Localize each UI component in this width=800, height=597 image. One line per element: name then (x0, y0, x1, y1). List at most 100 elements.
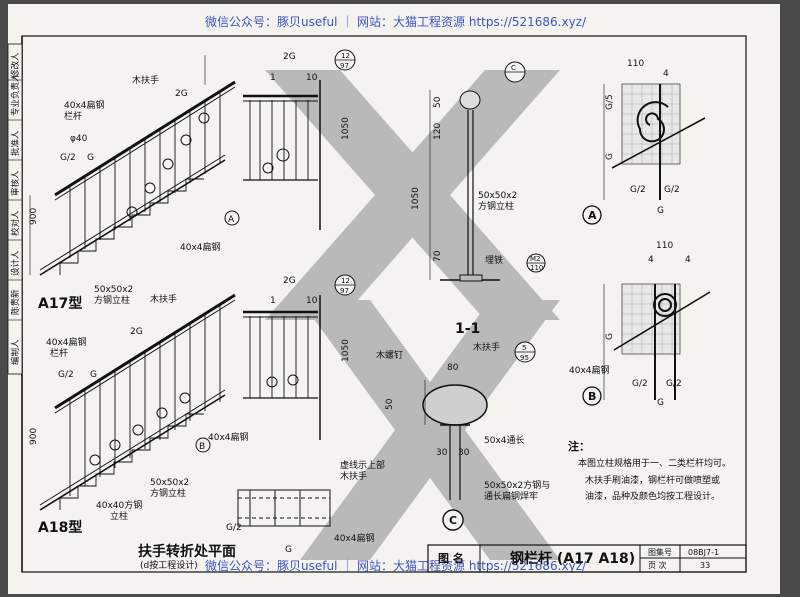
label-flat-bar-rail-a18: 40x4扁钢 (46, 336, 87, 348)
side-strip-item: 编制人 (10, 339, 21, 365)
dim-g-a: G (657, 206, 664, 216)
callout-a (224, 210, 240, 226)
label-wood-handrail: 木扶手 (132, 74, 159, 86)
dim-g-half-a1: G/2 (630, 185, 646, 195)
ref-97-top-a18: 12 (341, 277, 350, 285)
label-flat-bar-a18: 40x4扁钢 (208, 431, 249, 443)
label-flat-40x40-l2: 立柱 (110, 510, 128, 522)
notes-line-3: 油漆，品种及颜色均按工程设计。 (585, 490, 720, 502)
a18-side-elevation (243, 295, 321, 440)
label-square-post-l2-a18: 方钢立柱 (150, 487, 186, 499)
callout-c (442, 509, 464, 531)
callout-b-detail-text: B (588, 390, 596, 403)
label-handrail-plan: 扶手转折处平面 (138, 543, 236, 560)
dim-2g-side-a18: 2G (283, 276, 296, 286)
dim-g-half: G/2 (60, 153, 76, 163)
label-square-post-l2: 方钢立柱 (94, 294, 130, 306)
ref-97-bot: 97 (340, 62, 349, 70)
label-section-1-1: 1-1 (455, 321, 480, 337)
a17-side-elevation (243, 80, 321, 230)
ref-95-bot: 95 (520, 354, 529, 362)
title-label-name: 图 名 (438, 551, 464, 565)
side-strip-item: 校对人 (10, 210, 21, 236)
notes-title: 注： (568, 439, 590, 453)
label-flat-bar-rail: 40x4扁钢 (64, 99, 105, 111)
dim-2g: 2G (175, 89, 188, 99)
callout-b (195, 437, 211, 453)
dim-g-half-b2: G/2 (666, 379, 682, 389)
dim-30-left: 30 (436, 448, 448, 458)
dim-900: 900 (29, 208, 39, 225)
label-flat-bar: 40x4扁钢 (180, 241, 221, 253)
callout-a-detail (582, 205, 602, 225)
label-a17-type: A17型 (38, 295, 82, 312)
dim-50-c: 50 (385, 398, 395, 410)
label-square-post: 50x50x2 (94, 285, 133, 295)
dim-80: 80 (447, 363, 459, 373)
label-handrail-plan-note: (d按工程设计) (140, 559, 198, 571)
dim-1050-a18: 1050 (341, 339, 351, 362)
dim-1-side: 1 (270, 73, 276, 83)
dim-110-a: 110 (627, 59, 644, 69)
label-a18-type: A18型 (38, 519, 82, 536)
label-dashed-note: 虚线示上部 (340, 459, 385, 471)
label-steel-weld-l2: 通长扁钢焊牢 (484, 490, 538, 502)
ref-m2-bot: 110 (530, 264, 543, 272)
side-strip-item: 批准人 (10, 130, 21, 156)
dim-g-plan: G (285, 545, 292, 555)
dim-g-half-b1: G/2 (632, 379, 648, 389)
label-wood-screw: 木螺钉 (376, 349, 403, 361)
side-strip-item: 陈贵新 (10, 289, 21, 315)
callout-b-text: B (199, 442, 205, 452)
watermark-top: 微信公众号：豚贝useful ｜ 网站：大猫工程资源 https://52168… (205, 14, 587, 29)
notes-line-2: 木扶手刷油漆，钢栏杆可做喷塑或 (585, 474, 720, 486)
dim-2g-side: 2G (283, 52, 296, 62)
detail-b (603, 283, 711, 400)
title-block (427, 544, 747, 573)
ref-m2-top: M2 (530, 255, 541, 263)
a18-stair-elevation (39, 293, 236, 511)
dim-900-a18: 900 (29, 428, 39, 445)
dim-g-b: G (657, 398, 664, 408)
title-page: 33 (700, 561, 710, 570)
dim-g5: G/5 (605, 94, 615, 110)
label-square-post-section: 50x50x2 (478, 191, 517, 201)
handrail-turn-plan (237, 489, 331, 527)
title-label-set: 图集号 (648, 547, 672, 557)
dim-30-right: 30 (458, 448, 470, 458)
label-wood-handrail-a18: 木扶手 (150, 293, 177, 305)
label-wood-handrail-c: 木扶手 (473, 341, 500, 353)
label-flat-40x40: 40x40方钢 (96, 499, 142, 511)
notes-line-1: 本图立柱规格用于一、二类栏杆均可。 (578, 457, 731, 469)
label-flat-bar-plan: 40x4扁钢 (334, 532, 375, 544)
label-steel-weld: 50x50x2方钢与 (484, 479, 550, 491)
dim-10-side: 10 (306, 73, 318, 83)
ref-c-top: C (511, 64, 516, 72)
callout-a-detail-text: A (588, 209, 597, 222)
label-square-post-section-l2: 方钢立柱 (478, 200, 514, 212)
dim-70-section: 70 (433, 250, 443, 262)
dim-110-b: 110 (656, 241, 673, 251)
dim-g-b-v: G (605, 333, 615, 340)
dim-g-a18: G (90, 370, 97, 380)
dim-g: G (87, 153, 94, 163)
side-strip-item: 设计人 (10, 250, 21, 276)
detail-a (603, 83, 706, 200)
callout-c-text: C (449, 514, 457, 527)
label-embedded: 埋铁 (485, 254, 503, 266)
dim-g-a-v: G (605, 153, 615, 160)
label-rail: 栏杆 (64, 110, 82, 122)
dim-4-b1: 4 (648, 255, 654, 265)
dim-g-half-a18: G/2 (58, 370, 74, 380)
label-flat-50x4: 50x4通长 (484, 434, 525, 446)
dim-4-b2: 4 (685, 255, 691, 265)
dim-g-half-a2: G/2 (664, 185, 680, 195)
a17-stair-elevation (29, 55, 236, 276)
ref-97-bot-a18: 97 (340, 287, 349, 295)
dim-1050-section: 1050 (411, 187, 421, 210)
side-strip-item: 专业负责人 (10, 73, 21, 116)
ref-97-top: 12 (341, 52, 350, 60)
label-phi40: φ40 (70, 134, 88, 144)
